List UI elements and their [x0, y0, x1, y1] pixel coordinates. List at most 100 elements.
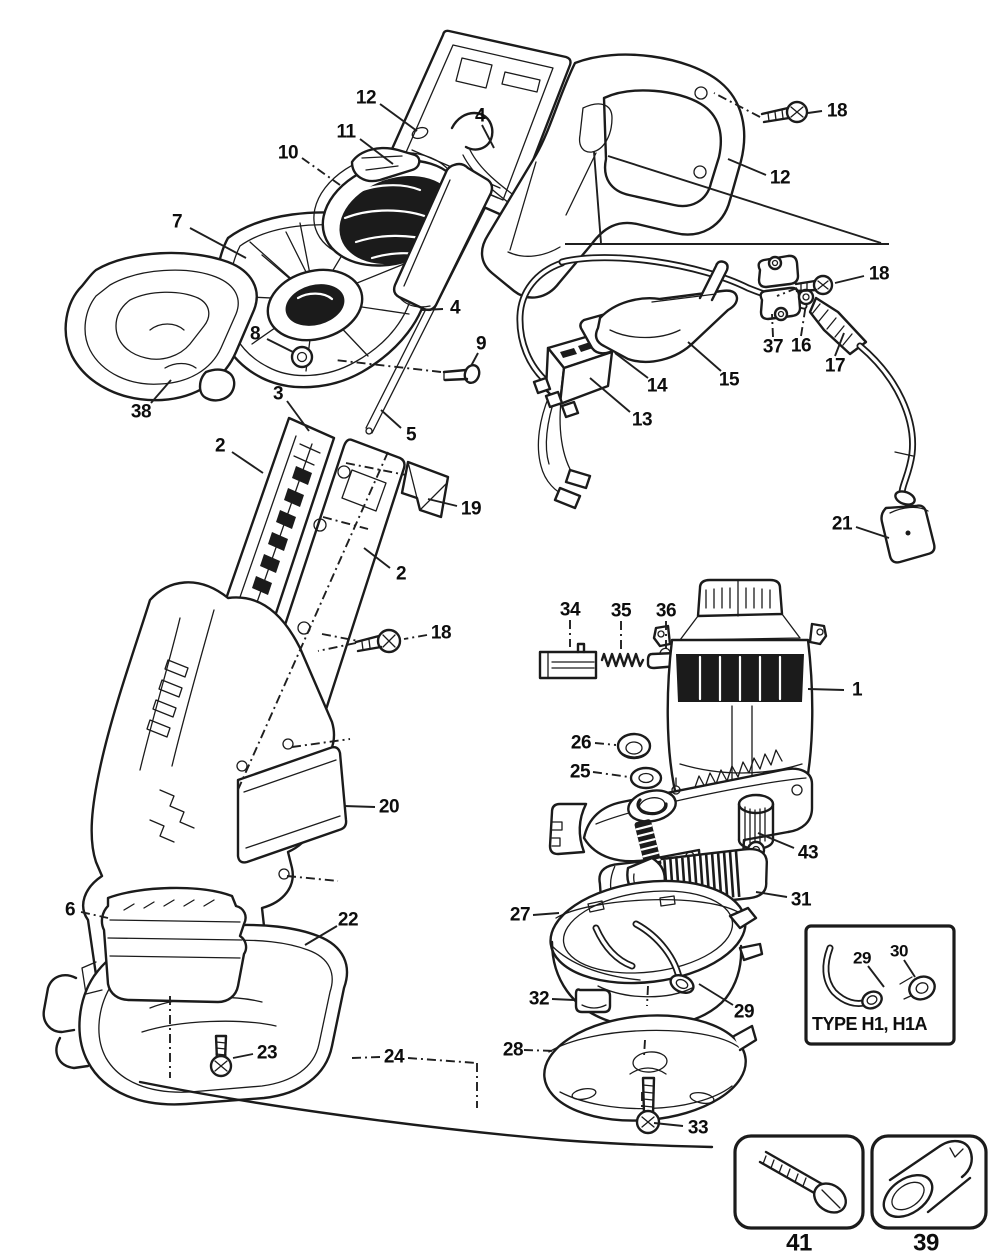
- type-variant-box: [804, 924, 956, 1046]
- callout-39: 39: [913, 1230, 939, 1256]
- callout-38: 38: [131, 402, 151, 423]
- guide-line: [286, 875, 339, 882]
- part-nut-26: [616, 732, 652, 760]
- guide-line: [643, 1039, 646, 1057]
- part-screw-23: [209, 1034, 233, 1078]
- callout-41: 41: [786, 1230, 812, 1256]
- part-main-handle: [480, 53, 746, 299]
- guide-lines-layer: [169, 151, 889, 1110]
- callout-leader-17: [834, 332, 845, 357]
- callout-leader-8: [266, 338, 294, 353]
- callout-25: 25: [570, 762, 591, 783]
- callout-leader-29: [867, 965, 885, 988]
- callout-leader-5: [380, 409, 402, 429]
- part-clip: [400, 460, 450, 519]
- callout-26: 26: [571, 733, 591, 754]
- callout-leader-23: [232, 1053, 254, 1059]
- part-screw-33: [629, 1067, 667, 1135]
- callout-20: 20: [379, 797, 399, 818]
- callout-leader-37: [771, 313, 774, 338]
- guide-line: [607, 155, 882, 244]
- part-screw-9: [442, 363, 481, 385]
- part-cord-clamp-37: [757, 254, 802, 322]
- callout-leader-26: [594, 742, 617, 746]
- part-screw-18-mid: [354, 628, 402, 654]
- callout-24: 24: [384, 1047, 405, 1068]
- part-grommet-32: [574, 988, 612, 1014]
- guide-line: [322, 516, 369, 530]
- callout-31: 31: [791, 890, 812, 911]
- callout-13: 13: [632, 410, 652, 431]
- callout-4: 4: [475, 106, 486, 127]
- callout-leader-12: [727, 158, 767, 176]
- part-nut-8: [290, 345, 314, 369]
- callout-34: 34: [560, 600, 581, 621]
- callout-leader-18: [403, 634, 428, 640]
- part-spool-housing-27: [549, 879, 764, 1029]
- callout-leader-11: [359, 138, 394, 165]
- callout-leader-18: [834, 275, 865, 284]
- callout-16: 16: [791, 336, 811, 357]
- callout-14: 14: [647, 376, 668, 397]
- callout-37: 37: [763, 337, 783, 358]
- callout-21: 21: [832, 514, 853, 535]
- callout-leader-33: [653, 1122, 684, 1127]
- callout-19: 19: [461, 499, 481, 520]
- guide-line: [776, 287, 798, 297]
- part-brush-holder-34: [538, 642, 598, 680]
- callout-5: 5: [406, 425, 417, 446]
- inset-box-41: [733, 1134, 865, 1230]
- callout-18: 18: [431, 623, 451, 644]
- callout-leader-29: [698, 983, 734, 1006]
- callout-1: 1: [852, 680, 863, 701]
- callout-23: 23: [257, 1043, 277, 1064]
- callout-11: 11: [336, 122, 356, 143]
- callout-27: 27: [510, 905, 530, 926]
- callout-leader-2: [231, 451, 264, 474]
- callout-leader-4: [481, 124, 495, 149]
- part-washer-25: [629, 766, 663, 790]
- part-eyelet-30: [899, 975, 936, 1001]
- callout-leader-38: [150, 379, 172, 404]
- callout-leader-9: [470, 352, 479, 367]
- callout-30: 30: [890, 942, 908, 961]
- callout-leader-1: [807, 688, 845, 691]
- part-edge-line-24: [138, 1080, 714, 1149]
- callout-leader-21: [855, 526, 890, 539]
- callout-type-h1-h1a: TYPE H1, H1A: [812, 1014, 928, 1034]
- callout-leader-20: [343, 805, 376, 808]
- callout-28: 28: [503, 1040, 523, 1061]
- callout-3: 3: [273, 384, 283, 405]
- callout-18: 18: [827, 101, 847, 122]
- callout-32: 32: [529, 989, 549, 1010]
- callout-29: 29: [853, 949, 871, 968]
- callout-leader-25: [592, 771, 630, 778]
- callout-leader-22: [304, 925, 338, 946]
- callout-36: 36: [656, 601, 676, 622]
- switch-assembly: [516, 254, 936, 564]
- callout-leader-43: [757, 832, 795, 849]
- callout-9: 9: [476, 334, 486, 355]
- callout-leader-24: [351, 1056, 381, 1059]
- part-cord-and-plug-21: [856, 342, 936, 564]
- callout-leader-2: [363, 547, 391, 569]
- callout-leader-3: [286, 400, 310, 432]
- callout-4: 4: [450, 298, 461, 319]
- part-label-panel-20: [236, 745, 348, 864]
- callout-leader-30: [903, 959, 916, 978]
- callout-43: 43: [798, 843, 818, 864]
- spool-assembly: [543, 879, 764, 1135]
- callout-6: 6: [65, 900, 75, 921]
- callout-leader-14: [614, 352, 649, 379]
- callout-10: 10: [278, 143, 298, 164]
- callout-2: 2: [396, 564, 406, 585]
- callout-leader-32: [551, 998, 575, 1001]
- part-spring-35: [600, 652, 645, 668]
- part-strain-relief-17: [808, 296, 868, 356]
- callout-leader-6: [80, 911, 109, 919]
- callout-35: 35: [611, 601, 632, 622]
- callout-8: 8: [250, 324, 260, 345]
- callout-leader-18: [713, 92, 761, 118]
